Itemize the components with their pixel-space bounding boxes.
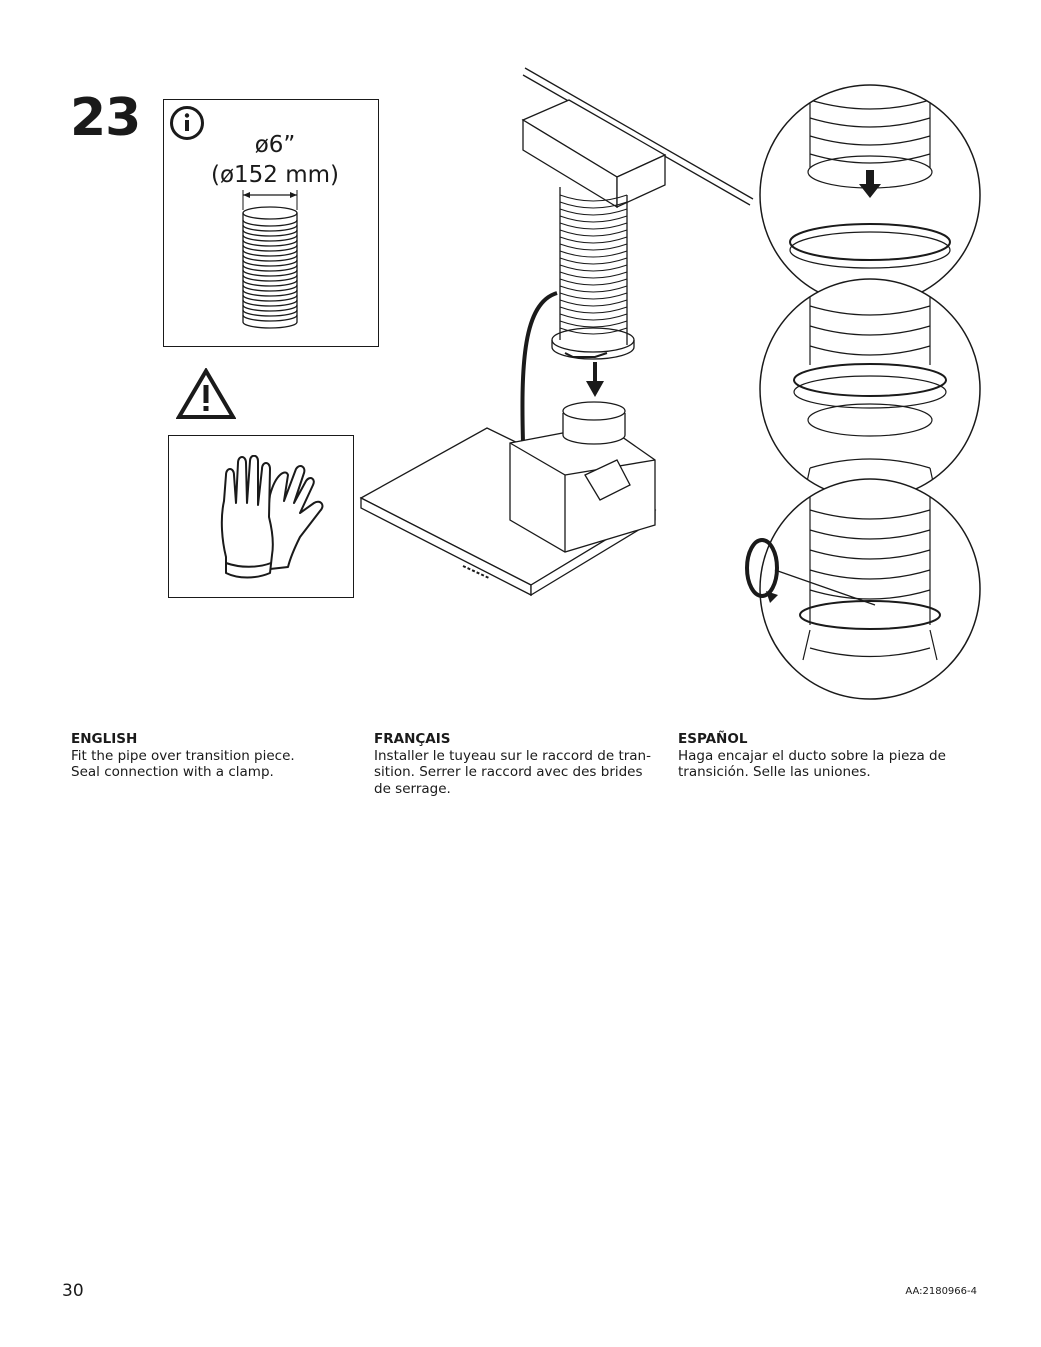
step-number: 23: [70, 88, 141, 148]
heading-english: ENGLISH: [71, 731, 138, 747]
flexible-pipe-illustration: [242, 190, 298, 329]
heading-french: FRANÇAIS: [374, 731, 451, 747]
text-spanish: Haga encajar el ducto sobre la pieza de …: [678, 747, 946, 781]
detail-circle-3: [759, 478, 981, 700]
clamp-detail-circles: [759, 84, 981, 700]
document-reference: AA:2180966-4: [905, 1286, 977, 1297]
text-french: Installer le tuyeau sur le raccord de tr…: [374, 747, 651, 797]
diameter-metric: (ø152 mm): [210, 162, 340, 188]
gloves-icon: [220, 455, 324, 579]
diameter-imperial: ø6”: [254, 132, 296, 158]
page-number: 30: [62, 1281, 84, 1301]
detail-circle-2: [759, 278, 981, 500]
warning-triangle-icon: [176, 368, 236, 419]
rotate-arrow-icon: [745, 538, 779, 603]
info-icon: [170, 106, 204, 140]
pipe-diameter-info-box: [163, 99, 379, 347]
pipe-diameter-label: ø6” (ø152 mm): [190, 130, 360, 190]
gloves-required-box: [168, 435, 354, 598]
instructions-spanish: ESPAÑOL Haga encajar el ducto sobre la p…: [678, 731, 968, 781]
text-english: Fit the pipe over transition piece. Seal…: [71, 747, 295, 781]
instructions-french: FRANÇAIS Installer le tuyeau sur le racc…: [374, 731, 664, 797]
range-hood-duct-illustration: [359, 67, 754, 597]
instructions-english: ENGLISH Fit the pipe over transition pie…: [71, 731, 361, 781]
heading-spanish: ESPAÑOL: [678, 731, 748, 747]
